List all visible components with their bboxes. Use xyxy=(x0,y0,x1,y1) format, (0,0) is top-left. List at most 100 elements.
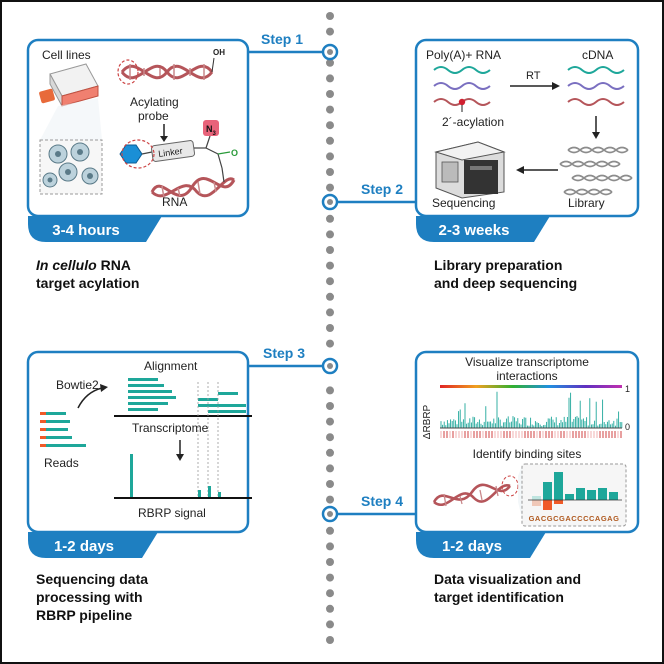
identify-label: Identify binding sites xyxy=(473,447,582,461)
step3-duration: 1-2 days xyxy=(54,538,114,555)
library-label: Library xyxy=(568,196,605,210)
aligned-reads-icon xyxy=(128,378,246,413)
reads-icon xyxy=(40,412,86,447)
step1-duration-tab xyxy=(28,216,162,242)
polya-rna-icon xyxy=(433,66,491,112)
library-dna-icon xyxy=(559,146,633,196)
rt-label: RT xyxy=(526,70,541,82)
timeline-dot xyxy=(326,230,334,239)
rna-helix-bottom-icon xyxy=(150,167,236,199)
n3-label: N3 xyxy=(206,124,217,137)
acylation-label: 2´-acylation xyxy=(442,115,504,129)
timeline-dot xyxy=(326,620,334,629)
cells-zoom-icon xyxy=(39,98,103,195)
acylating-label-1: Acylating xyxy=(130,95,179,109)
step3-label: Step 3 xyxy=(263,345,305,361)
timeline-dot xyxy=(326,448,334,457)
step2-caption: Library preparation and deep sequencing xyxy=(434,257,578,291)
step2-duration-tab xyxy=(416,216,550,242)
step4-label: Step 4 xyxy=(361,493,403,509)
timeline-dot xyxy=(326,417,334,426)
acylating-label-2: probe xyxy=(138,109,169,123)
step1-arrowhead xyxy=(160,136,168,142)
cell-lines-label: Cell lines xyxy=(42,48,91,62)
timeline-dot xyxy=(326,402,334,410)
timeline-dot xyxy=(326,214,334,223)
library-arrowhead xyxy=(592,132,600,139)
step2-panel: Step 2 2-3 weeks Poly(A)+ RNA cDNA 2´-ac… xyxy=(336,38,640,242)
step2-duration: 2-3 weeks xyxy=(439,222,510,239)
rbrp-signal-label: RBRP signal xyxy=(138,506,206,520)
rna-helix-top-icon xyxy=(117,57,215,85)
timeline-dot xyxy=(326,90,334,98)
timeline-dot xyxy=(326,589,334,598)
bowtie-arrowhead xyxy=(100,384,108,392)
bowtie-label: Bowtie2 xyxy=(56,378,99,392)
transcriptome-label: Transcriptome xyxy=(132,421,209,435)
timeline-dot xyxy=(326,27,334,36)
rt-arrowhead xyxy=(552,82,560,90)
timeline-dot xyxy=(326,308,334,317)
timeline-dot xyxy=(326,339,334,348)
binding-site-bars xyxy=(532,472,618,510)
sequencing-arrowhead xyxy=(516,166,524,174)
timeline-dot xyxy=(326,121,334,130)
cdna-label: cDNA xyxy=(582,48,613,62)
step3-panel: Step 3 1-2 days Alignment Bowtie2 Reads … xyxy=(26,345,324,558)
timeline-dot xyxy=(326,246,334,254)
timeline-dot xyxy=(326,136,334,145)
alignment-label: Alignment xyxy=(144,359,198,373)
cell-flask-icon xyxy=(39,63,99,107)
step4-duration: 1-2 days xyxy=(442,538,502,555)
timeline-dot xyxy=(326,464,334,473)
ymin-label: 0 xyxy=(625,422,630,432)
timeline-dot xyxy=(326,495,334,504)
viz-title-2: interactions xyxy=(496,369,557,383)
step2-label: Step 2 xyxy=(361,181,403,197)
transcriptome-spikes xyxy=(440,391,623,428)
bowtie-arrow xyxy=(77,387,103,409)
acylating-probe-icon xyxy=(119,120,231,169)
step1-label: Step 1 xyxy=(261,31,303,47)
timeline-dot xyxy=(326,558,334,566)
timeline-dot xyxy=(326,183,334,192)
step1-panel: Step 1 3-4 hours Cell lines xyxy=(26,31,324,242)
linker-label: Linker xyxy=(158,146,184,159)
timeline-dot xyxy=(326,74,334,83)
step1-caption: In cellulo RNA target acylation xyxy=(36,257,140,291)
oxygen-label: O xyxy=(231,148,238,158)
timeline-dot xyxy=(326,542,334,551)
timeline-dot xyxy=(326,261,334,270)
timeline-dot xyxy=(326,58,334,67)
timeline-dot xyxy=(326,433,334,442)
rna-label: RNA xyxy=(162,195,187,209)
viz-title-1: Visualize transcriptome xyxy=(465,355,589,369)
timeline-dot xyxy=(326,292,334,301)
rainbow-bar xyxy=(440,385,622,388)
delta-rbrp-ylabel: ΔRBRP xyxy=(422,404,433,439)
timeline-dots xyxy=(326,12,334,644)
guide-lines xyxy=(197,382,219,498)
timeline-dot xyxy=(326,168,334,176)
cdna-icon xyxy=(567,66,625,106)
timeline-dot xyxy=(326,324,334,332)
zoom-cone xyxy=(518,466,522,518)
binding-sequence: GACGCGACCCCAGAG xyxy=(529,514,620,523)
oh-label: OH xyxy=(213,48,225,57)
step4-caption: Data visualization and target identifica… xyxy=(434,571,582,605)
timeline-dot xyxy=(326,12,334,20)
signal-arrowhead xyxy=(176,454,184,461)
timeline-dot xyxy=(326,573,334,582)
timeline-dot xyxy=(326,105,334,114)
step4-panel: Step 4 1-2 days Visualize transcriptome … xyxy=(336,350,640,558)
reads-label: Reads xyxy=(44,456,79,470)
timeline-dot xyxy=(326,526,334,535)
polya-label: Poly(A)+ RNA xyxy=(426,48,501,62)
step3-duration-tab xyxy=(28,532,158,558)
step4-duration-tab xyxy=(416,532,546,558)
timeline-dot xyxy=(326,152,334,161)
step3-caption: Sequencing data processing with RBRP pip… xyxy=(36,571,149,623)
timeline-dot xyxy=(326,386,334,395)
step1-duration: 3-4 hours xyxy=(52,222,120,239)
